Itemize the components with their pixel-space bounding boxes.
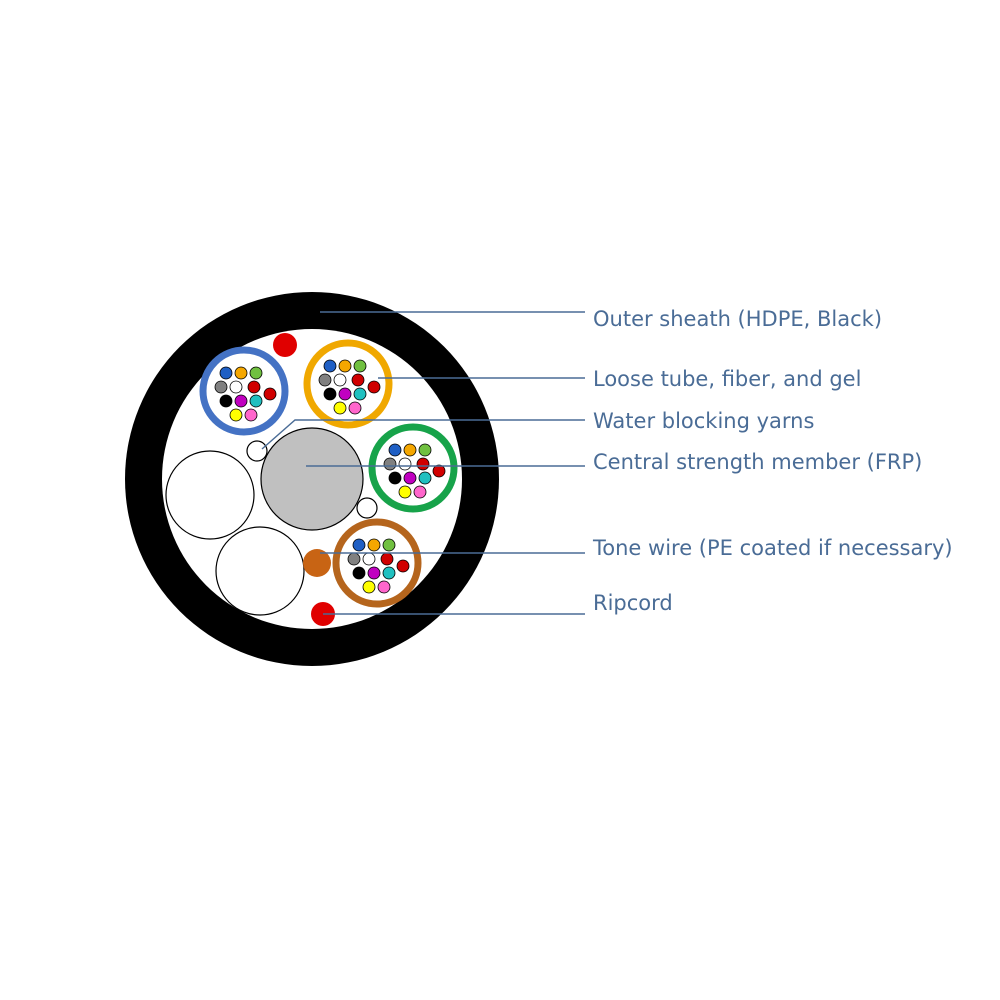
optical-fiber [383, 457, 397, 471]
optical-fiber [362, 580, 376, 594]
optical-fiber [403, 443, 417, 457]
optical-fiber [229, 380, 243, 394]
optical-fiber [249, 366, 263, 380]
optical-fiber [367, 538, 381, 552]
optical-fiber [219, 366, 233, 380]
optical-fiber [234, 394, 248, 408]
optical-fiber [413, 485, 427, 499]
optical-fiber [432, 464, 446, 478]
optical-fiber [418, 471, 432, 485]
optical-fiber [353, 359, 367, 373]
loose-tube-orange [303, 339, 393, 429]
tone-wire [303, 549, 331, 577]
optical-fiber [382, 566, 396, 580]
water-blocking-yarn [356, 497, 378, 519]
ripcord [273, 333, 297, 357]
central-strength-member [260, 427, 364, 531]
optical-fiber [348, 401, 362, 415]
loose-tube-blue [199, 346, 289, 436]
loose-tube-brown [332, 518, 422, 608]
filler-rod [165, 450, 255, 540]
optical-fiber [398, 457, 412, 471]
label-loose-tube: Loose tube, fiber, and gel [593, 367, 861, 391]
optical-fiber [353, 387, 367, 401]
optical-fiber [352, 538, 366, 552]
optical-fiber [229, 408, 243, 422]
optical-fiber [418, 443, 432, 457]
optical-fiber [403, 471, 417, 485]
optical-fiber [416, 457, 430, 471]
label-central-strength-member: Central strength member (FRP) [593, 450, 922, 474]
optical-fiber [263, 387, 277, 401]
optical-fiber [352, 566, 366, 580]
optical-fiber [333, 401, 347, 415]
optical-fiber [219, 394, 233, 408]
label-outer-sheath: Outer sheath (HDPE, Black) [593, 307, 882, 331]
label-water-blocking-yarns: Water blocking yarns [593, 409, 814, 433]
optical-fiber [214, 380, 228, 394]
filler-rod [215, 526, 305, 616]
optical-fiber [323, 387, 337, 401]
optical-fiber [367, 380, 381, 394]
optical-fiber [398, 485, 412, 499]
optical-fiber [362, 552, 376, 566]
optical-fiber [380, 552, 394, 566]
optical-fiber [367, 566, 381, 580]
label-tone-wire: Tone wire (PE coated if necessary) [592, 536, 953, 560]
optical-fiber [318, 373, 332, 387]
optical-fiber [323, 359, 337, 373]
optical-fiber [338, 359, 352, 373]
optical-fiber [347, 552, 361, 566]
optical-fiber [244, 408, 258, 422]
optical-fiber [333, 373, 347, 387]
optical-fiber [234, 366, 248, 380]
optical-fiber [382, 538, 396, 552]
optical-fiber [396, 559, 410, 573]
optical-fiber [338, 387, 352, 401]
leader-line-water-blocking [261, 419, 585, 450]
optical-fiber [351, 373, 365, 387]
optical-fiber [249, 394, 263, 408]
optical-fiber [388, 443, 402, 457]
optical-fiber [388, 471, 402, 485]
label-ripcord: Ripcord [593, 591, 673, 615]
loose-tube-green [368, 423, 458, 513]
water-blocking-yarn [246, 440, 268, 462]
optical-fiber [247, 380, 261, 394]
optical-fiber [377, 580, 391, 594]
